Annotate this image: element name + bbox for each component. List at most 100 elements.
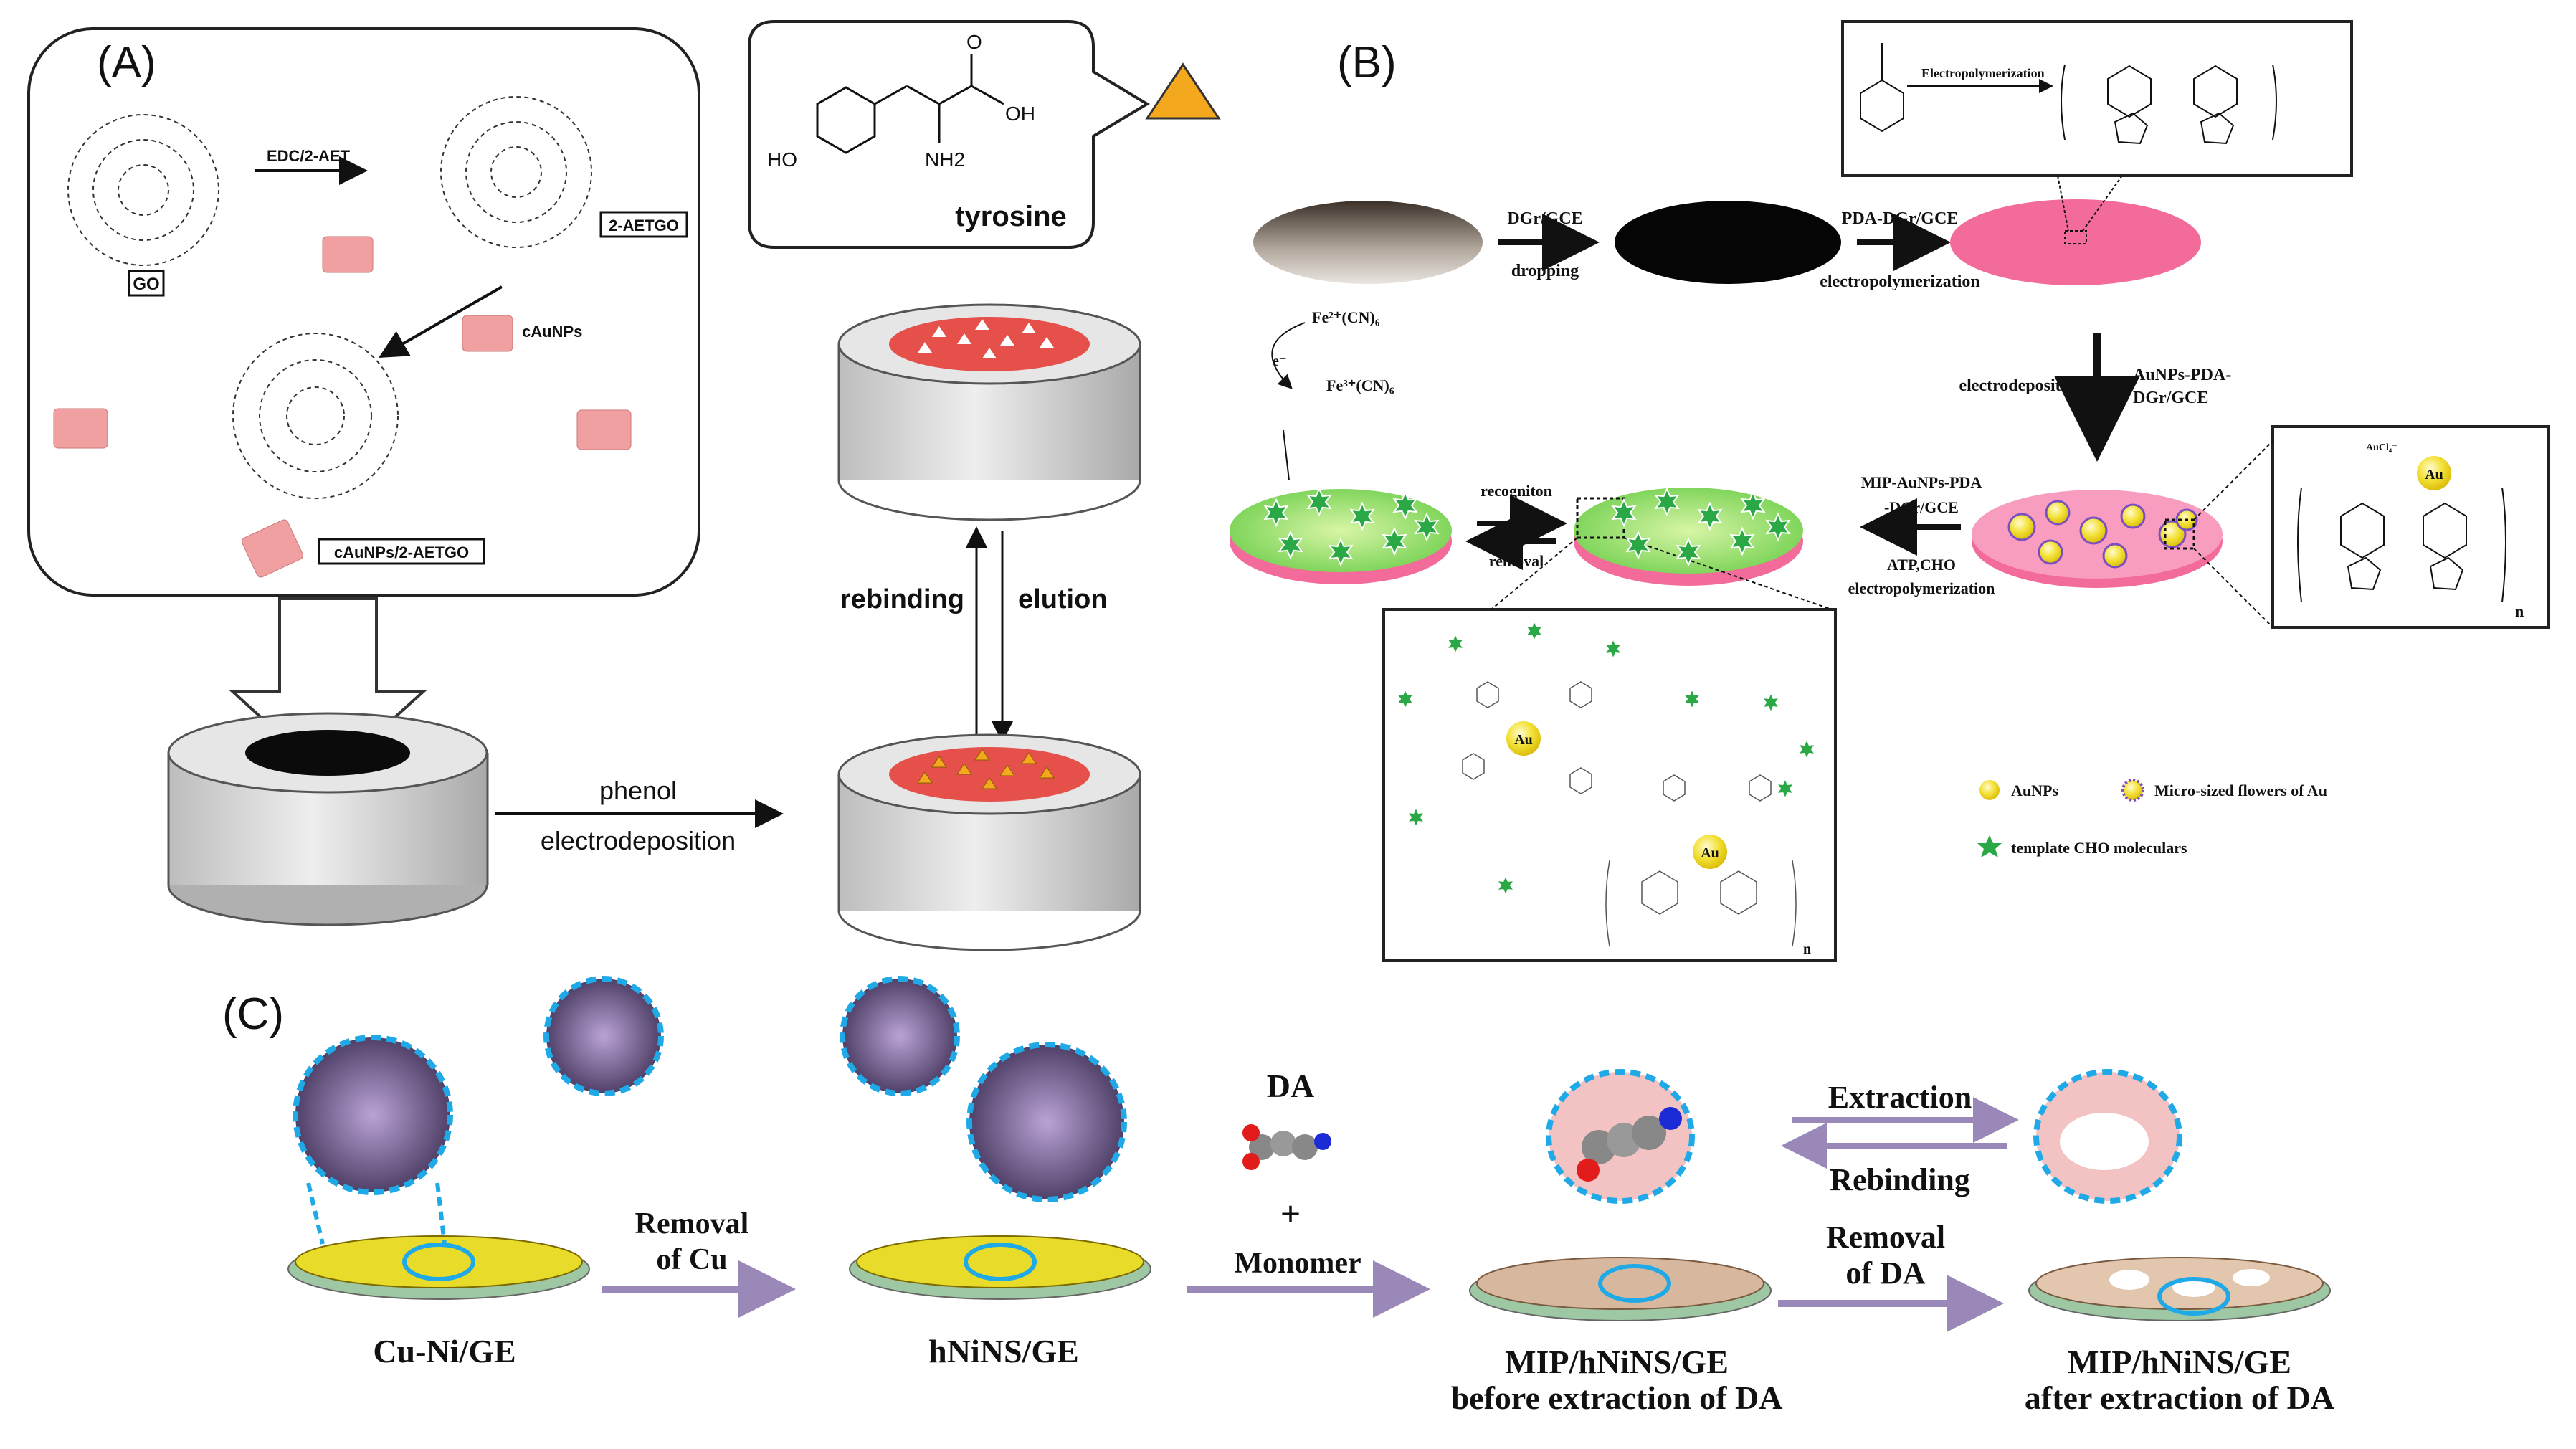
template-molecule: [1349, 501, 1375, 531]
elution-label: elution: [1018, 584, 1108, 614]
mip-before-label-1: MIP/hNiNS/GE: [1505, 1344, 1729, 1380]
go-label: GO: [133, 275, 159, 294]
cuni-electrode: [287, 976, 664, 1300]
template-molecule: [1405, 805, 1427, 830]
legend-aunps-swatch: [1979, 780, 2000, 800]
removal-da-label-1: Removal: [1826, 1220, 1945, 1255]
au-structure-1-label: Au: [1514, 732, 1533, 748]
tyrosine-o: O: [966, 31, 982, 53]
recognition-disk: [1230, 489, 1452, 584]
zoom-line: [2193, 440, 2273, 521]
template-molecule: [1392, 490, 1418, 521]
template-molecule: [1394, 687, 1416, 711]
bound-templates: [917, 749, 1055, 789]
recognition-label: recogniton: [1481, 482, 1552, 500]
phenol-label: phenol: [599, 776, 677, 805]
pda-inset-structure: [2297, 487, 2506, 603]
template-molecule: [1729, 526, 1755, 556]
template-triangle: [1145, 62, 1221, 120]
panel-b: (B) Electropolymerization DGr/GCE droppi…: [1230, 20, 2550, 962]
template-molecule: [1263, 498, 1289, 528]
redox-line: [1283, 429, 1290, 481]
au-structure-2: [1693, 835, 1727, 869]
aunps-particles: [2007, 500, 2198, 569]
pda-zoom-box: [2064, 230, 2087, 244]
extraction-label: Extraction: [1828, 1080, 1972, 1115]
go-sheet: [67, 114, 219, 266]
panel-c-label: (C): [222, 989, 284, 1039]
pda-disk: [1950, 199, 2201, 285]
aunps-pda-label-2: DGr/GCE: [2133, 389, 2208, 407]
template-molecule: [1602, 637, 1624, 661]
plus-label: +: [1280, 1194, 1301, 1234]
zoom-line: [2057, 175, 2069, 232]
caunps-aetgo-label: cAuNPs/2-AETGO: [334, 543, 469, 561]
dropping-label: dropping: [1511, 262, 1579, 280]
fe2-label: Fe²⁺(CN)₆: [1312, 308, 1380, 326]
dgr-disk: [1615, 201, 1841, 284]
electrodeposition-label: electrodeposition: [541, 826, 736, 855]
pda-structure: [2061, 64, 2277, 145]
mip-before-label-2: before extraction of DA: [1451, 1379, 1783, 1416]
edc-label: EDC/2-AET: [267, 147, 351, 165]
template-molecule: [1654, 487, 1680, 517]
aetgo-sheet: [440, 96, 592, 248]
template-molecule: [1414, 512, 1440, 542]
aucl4-label: AuCl₄⁻: [2366, 442, 2397, 453]
legend-template-swatch: [1977, 835, 2002, 857]
caunps-arrow: [379, 285, 503, 358]
template-molecule: [1625, 530, 1651, 560]
caunps-aetgo-sheet: [232, 333, 399, 499]
template-molecule: [1611, 498, 1637, 528]
atp-label-2: electropolymerization: [1848, 579, 1995, 597]
monomer-label: Monomer: [1234, 1247, 1361, 1280]
au-binding-inset: [2271, 425, 2550, 629]
au-inset-label: Au: [2425, 467, 2443, 483]
au-structure-1: [1506, 721, 1541, 756]
legend-aunps: AuNPs: [2011, 781, 2058, 799]
mip-label-1: MIP-AuNPs-PDA: [1861, 473, 1982, 491]
template-molecule: [1774, 776, 1796, 801]
template-molecule: [1796, 737, 1817, 761]
empty-cavities: [918, 319, 1054, 358]
template-molecule: [1697, 501, 1723, 531]
panel-a: (A) GO EDC/2-AET 2-AETGO: [27, 20, 1221, 951]
mip-before-electrode: [1469, 1069, 1772, 1321]
legend-flowers: Micro-sized flowers of Au: [2154, 781, 2327, 799]
caunps-blocks: [53, 236, 632, 578]
template-molecule: [1445, 632, 1466, 656]
mip-after-label-1: MIP/hNiNS/GE: [2068, 1344, 2291, 1380]
hnins-label: hNiNS/GE: [928, 1333, 1079, 1369]
panel-c: (C) Cu-Ni/GE Removal of Cu hNiNS/GE DA: [222, 976, 2334, 1416]
template-molecule: [1681, 687, 1703, 711]
au-zoom-box: [2164, 518, 2195, 550]
da-label: DA: [1267, 1068, 1314, 1104]
au-inset-particle: [2417, 456, 2451, 490]
au-structure-2-label: Au: [1701, 845, 1719, 861]
mip-disk: [1574, 488, 1803, 586]
template-molecule: [1760, 690, 1782, 715]
redox-arrow: [1271, 322, 1306, 389]
inset-n: n: [2515, 602, 2524, 620]
aunps-pda-label-1: AuNPs-PDA-: [2133, 366, 2231, 384]
legend-template: template CHO moleculars: [2011, 839, 2187, 857]
electrode-bare: [167, 712, 489, 926]
mip-after-label-2: after extraction of DA: [2025, 1379, 2334, 1416]
pda-dgr-gce-label: PDA-DGr/GCE: [1842, 209, 1959, 228]
fe3-label: Fe³⁺(CN)₆: [1326, 376, 1394, 394]
rebinding-label-c: Rebinding: [1830, 1162, 1970, 1197]
tyrosine-callout: [748, 20, 1150, 249]
panel-b-label: (B): [1337, 38, 1397, 87]
zoom-line: [1491, 537, 1578, 610]
electron-label: e⁻: [1273, 353, 1286, 369]
tyrosine-label: tyrosine: [955, 201, 1067, 232]
go-box: [128, 270, 165, 297]
legend-flowers-swatch: [2121, 779, 2144, 802]
template-molecule: [1382, 526, 1407, 556]
removal-da-label-2: of DA: [1845, 1255, 1925, 1291]
mip-label-2: -DGr/GCE: [1884, 498, 1959, 516]
zoom-line: [1623, 537, 1833, 610]
template-molecule: [1765, 512, 1791, 542]
tyrosine-oh: OH: [1005, 103, 1035, 125]
electrode-eluted: [837, 303, 1141, 521]
